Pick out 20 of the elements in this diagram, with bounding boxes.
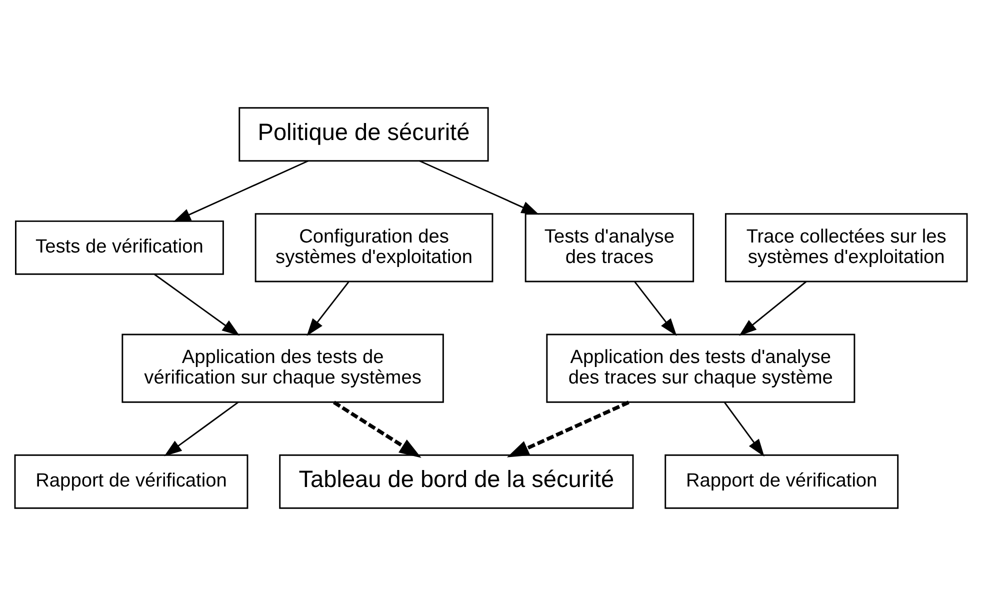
node-box: Rapport de vérification [664, 454, 898, 509]
arrow [154, 274, 240, 336]
node-box: Tests d'analyse des traces [524, 213, 694, 282]
node-box: Tableau de bord de la sécurité [278, 454, 634, 509]
arrow [172, 160, 308, 222]
node-box: Politique de sécurité [238, 107, 488, 162]
node-box: Application des tests d'analyse des traces sur chaque système [546, 334, 855, 403]
arrow [634, 281, 676, 336]
node-box: Rapport de vérification [14, 454, 248, 509]
node-box: Configuration des systèmes d'exploitation [254, 213, 493, 282]
arrow [332, 400, 421, 458]
node-box: Application des tests de vérification sur chaque systèmes [121, 334, 444, 403]
node-box: Trace collectées sur les systèmes d'exploitation [724, 213, 968, 282]
arrow [306, 281, 349, 336]
arrow [418, 160, 539, 215]
arrow [506, 400, 629, 458]
arrow [723, 402, 764, 457]
node-box: Tests de vérification [14, 220, 224, 275]
arrow [164, 402, 238, 456]
arrow [738, 281, 806, 336]
